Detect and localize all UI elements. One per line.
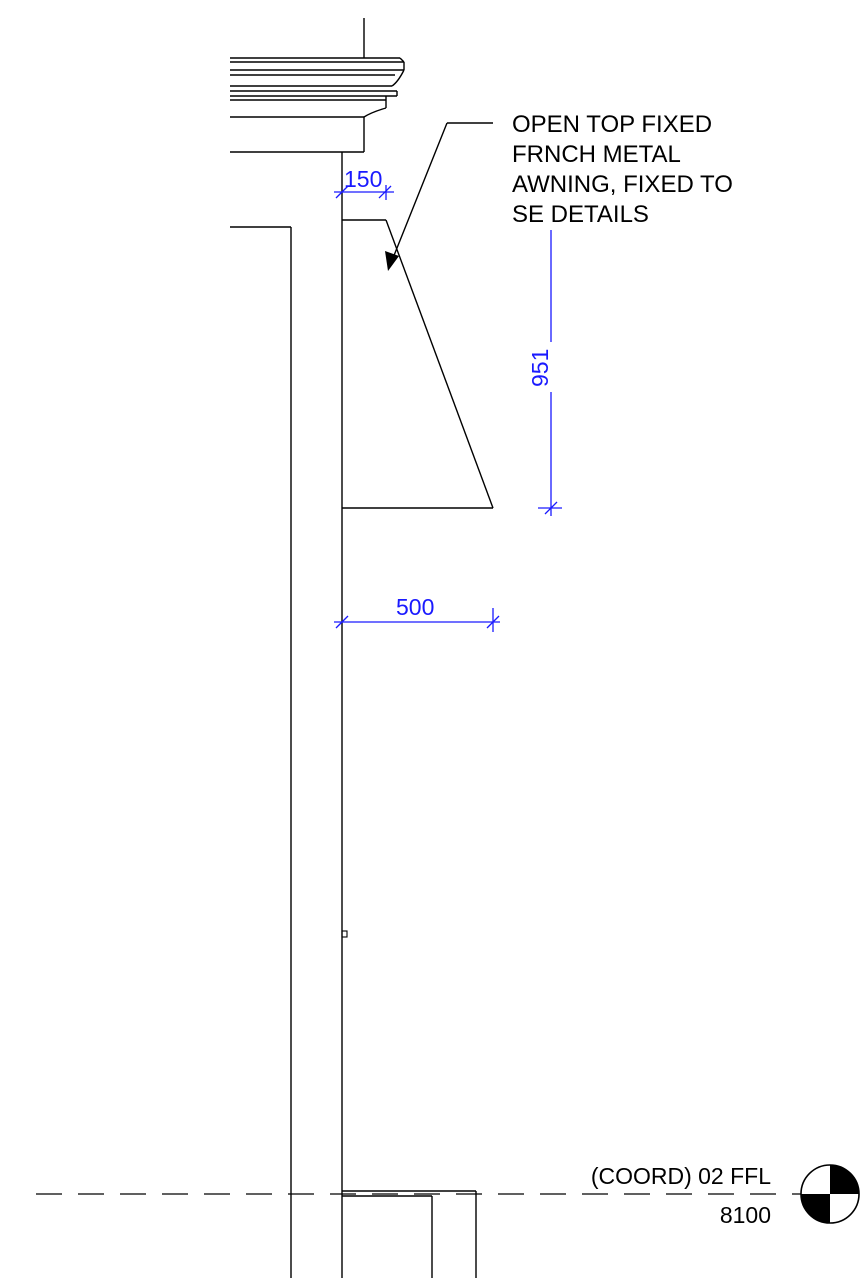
note-line-1: OPEN TOP FIXED bbox=[512, 111, 712, 138]
dimension-offset-value: 150 bbox=[344, 166, 382, 192]
wall-linework bbox=[230, 152, 348, 1278]
floor-level bbox=[36, 1190, 805, 1278]
level-marker-icon bbox=[800, 1164, 860, 1224]
dimension-offset: 150 bbox=[334, 166, 394, 200]
dimension-projection-value: 500 bbox=[396, 594, 434, 620]
level-value: 8100 bbox=[720, 1202, 771, 1228]
dimension-projection: 500 bbox=[334, 594, 500, 632]
level-name: (COORD) 02 FFL bbox=[591, 1163, 771, 1189]
awning-note: OPEN TOP FIXED FRNCH METAL AWNING, FIXED… bbox=[512, 111, 733, 228]
note-line-4: SE DETAILS bbox=[512, 201, 649, 228]
dimension-height-value: 951 bbox=[527, 349, 553, 387]
awning-profile bbox=[342, 219, 494, 509]
cornice-moulding bbox=[230, 18, 405, 153]
dimension-height: 951 bbox=[527, 230, 562, 516]
note-line-2: FRNCH METAL bbox=[512, 141, 681, 168]
leader-arrow bbox=[385, 122, 493, 271]
note-line-3: AWNING, FIXED TO bbox=[512, 171, 733, 198]
arrowhead-icon bbox=[385, 251, 399, 271]
